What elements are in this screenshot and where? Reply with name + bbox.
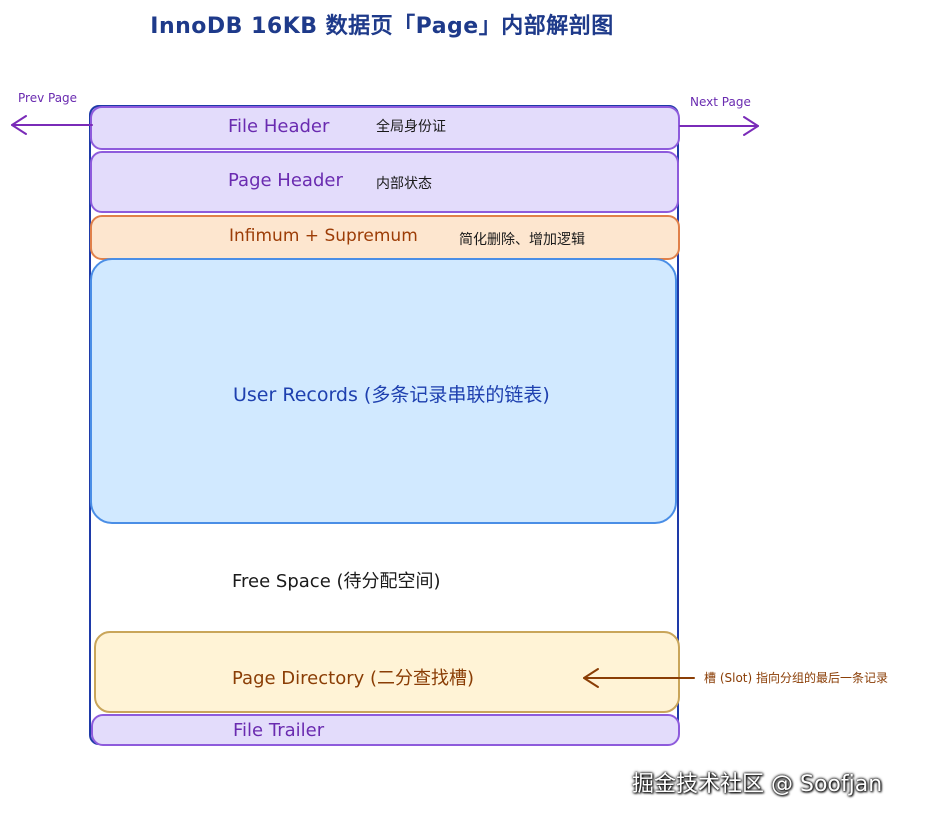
- slot-arrow: [583, 668, 695, 688]
- prev-page-arrow: [11, 115, 93, 135]
- file-header-label: File Header: [228, 116, 330, 137]
- infimum-supremum-block: [90, 215, 680, 260]
- file-header-note: 全局身份证: [376, 119, 446, 135]
- file-header-block: [90, 106, 680, 150]
- file-trailer-block: [91, 714, 680, 746]
- page-directory-label: Page Directory (二分查找槽): [232, 668, 475, 689]
- slot-note: 槽 (Slot) 指向分组的最后一条记录: [704, 671, 888, 685]
- user-records-label: User Records (多条记录串联的链表): [233, 384, 550, 406]
- next-page-label: Next Page: [690, 95, 751, 109]
- prev-page-label: Prev Page: [18, 91, 78, 105]
- infimum-supremum-label: Infimum + Supremum: [229, 226, 418, 246]
- page-directory-block: [94, 631, 680, 713]
- page-header-block: [90, 151, 679, 213]
- diagram-title: InnoDB 16KB 数据页「Page」内部解剖图: [150, 14, 614, 39]
- page-header-note: 内部状态: [376, 176, 432, 192]
- watermark: 掘金技术社区 @ Soofjan: [632, 772, 883, 797]
- user-records-block: [90, 258, 677, 524]
- free-space-label: Free Space (待分配空间): [232, 571, 441, 592]
- file-trailer-label: File Trailer: [233, 720, 325, 741]
- infimum-supremum-note: 简化删除、增加逻辑: [459, 232, 585, 248]
- next-page-arrow: [679, 116, 759, 136]
- page-header-label: Page Header: [228, 170, 343, 191]
